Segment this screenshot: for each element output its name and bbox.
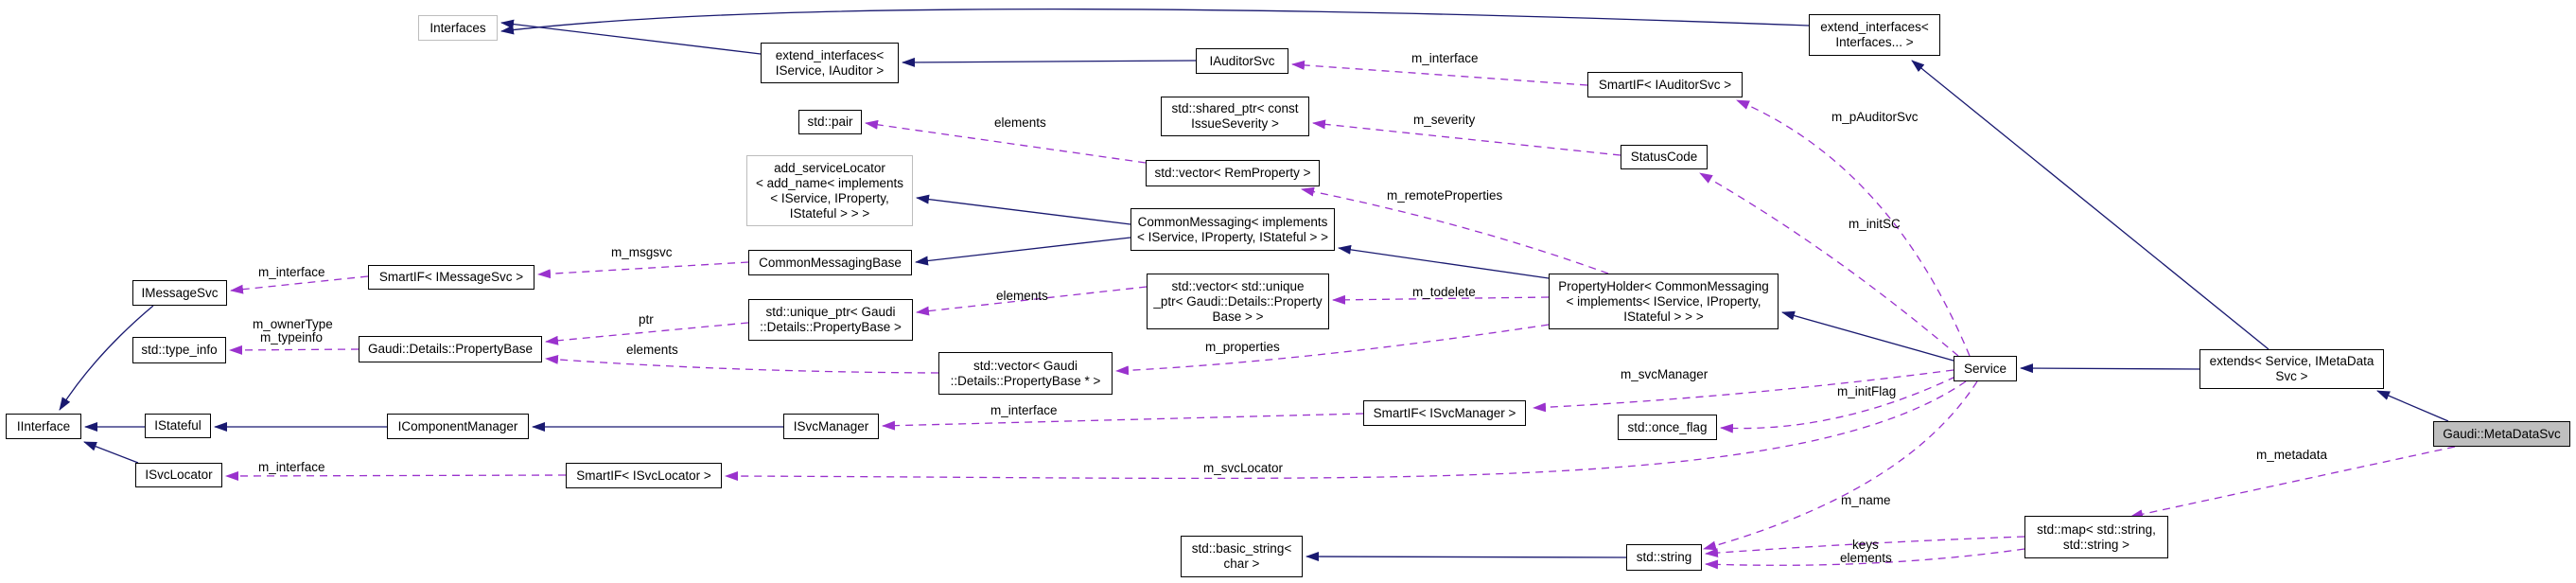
edge-label-m-remoteproperties: m_remoteProperties bbox=[1387, 188, 1503, 203]
edge-minterface-imessagesvc bbox=[230, 275, 369, 294]
edge-label-m-initsc: m_initSC bbox=[1849, 217, 1901, 231]
node-gaudi-metadatasvc: Gaudi::MetaDataSvc bbox=[2433, 421, 2570, 447]
edge-label-m-interface-svcloc: m_interface bbox=[258, 460, 325, 474]
edge-commonmessaging-to-addservicelocator bbox=[916, 194, 1131, 225]
edge-mproperties bbox=[1115, 324, 1550, 376]
node-std-vector-propertybase-ptr[interactable]: std::vector< Gaudi ::Details::PropertyBa… bbox=[938, 352, 1113, 395]
node-extend-interfaces-interfaces[interactable]: extend_interfaces< Interfaces... > bbox=[1809, 14, 1940, 56]
edge-extends-to-service bbox=[2020, 363, 2200, 374]
node-commonmessagingbase[interactable]: CommonMessagingBase bbox=[748, 250, 912, 275]
edge-label-m-svcmanager: m_svcManager bbox=[1621, 367, 1709, 381]
node-std-pair[interactable]: std::pair bbox=[798, 110, 862, 134]
edge-minitflag bbox=[1720, 376, 1956, 433]
edge-elements-uniqueptr bbox=[916, 286, 1148, 316]
node-std-unique-ptr-propertybase[interactable]: std::unique_ptr< Gaudi ::Details::Proper… bbox=[748, 299, 913, 341]
edge-label-elements-map: elements bbox=[1840, 551, 1892, 565]
edge-extends-to-extendinterfaces2 bbox=[1911, 60, 2269, 350]
edge-label-m-name: m_name bbox=[1841, 493, 1891, 507]
edge-mpauditorsvc bbox=[1736, 99, 1971, 357]
edge-imessagesvc-to-iinterface bbox=[59, 305, 154, 411]
edge-extendinterfaces2-to-interfaces bbox=[500, 9, 1810, 35]
edge-minterface-iauditorsvc bbox=[1291, 60, 1588, 86]
node-iinterface[interactable]: IInterface bbox=[6, 414, 81, 439]
edge-label-m-interface-auditor: m_interface bbox=[1411, 51, 1479, 65]
edge-label-elements-uptr: elements bbox=[996, 289, 1048, 303]
node-propertyholder[interactable]: PropertyHolder< CommonMessaging < implem… bbox=[1549, 274, 1779, 329]
node-icomponentmanager[interactable]: IComponentManager bbox=[387, 414, 529, 439]
node-extend-interfaces-iservice-iauditor[interactable]: extend_interfaces< IService, IAuditor > bbox=[761, 43, 899, 83]
edge-propertyholder-to-commonmessaging bbox=[1338, 244, 1550, 279]
node-extends-service-imetadatasvc[interactable]: extends< Service, IMetaData Svc > bbox=[2199, 349, 2384, 389]
edge-label-m-initflag: m_initFlag bbox=[1837, 384, 1897, 398]
edge-iauditorsvc-to-extendinterfaces bbox=[902, 57, 1197, 67]
edge-minterface-isvcmanager bbox=[882, 413, 1364, 431]
edge-label-m-interface-svcmgr: m_interface bbox=[990, 403, 1058, 417]
node-smartif-imessagesvc[interactable]: SmartIF< IMessageSvc > bbox=[368, 265, 534, 290]
edge-mremoteproperties bbox=[1301, 186, 1609, 274]
edge-commonmessaging-to-commonmessagingbase bbox=[915, 237, 1131, 266]
edge-mname bbox=[1703, 380, 1978, 551]
edge-mtodelete bbox=[1332, 294, 1550, 305]
edge-label-m-severity: m_severity bbox=[1413, 113, 1476, 127]
edge-label-elements-pb: elements bbox=[626, 343, 678, 357]
node-iauditorsvc[interactable]: IAuditorSvc bbox=[1196, 48, 1288, 74]
node-interfaces[interactable]: Interfaces bbox=[418, 15, 498, 41]
edge-label-m-properties: m_properties bbox=[1205, 340, 1280, 354]
node-std-type-info[interactable]: std::type_info bbox=[132, 337, 226, 363]
edge-label-m-msgsvc: m_msgsvc bbox=[611, 245, 673, 259]
edge-metadatasvc-to-extends bbox=[2376, 390, 2449, 422]
node-std-string[interactable]: std::string bbox=[1626, 544, 1702, 571]
edge-minitsc bbox=[1699, 172, 1959, 357]
node-istateful[interactable]: IStateful bbox=[145, 414, 211, 438]
node-add-servicelocator[interactable]: add_serviceLocator < add_name< implement… bbox=[746, 155, 913, 226]
edge-ptr bbox=[545, 322, 749, 345]
node-gaudi-details-propertybase[interactable]: Gaudi::Details::PropertyBase bbox=[359, 336, 542, 362]
node-std-vector-unique-ptr[interactable]: std::vector< std::unique _ptr< Gaudi::De… bbox=[1147, 274, 1329, 329]
edge-mmsgsvc bbox=[537, 261, 749, 279]
edge-label-m-interface-msgsvc: m_interface bbox=[258, 265, 325, 279]
node-std-map-string-string[interactable]: std::map< std::string, std::string > bbox=[2024, 516, 2168, 558]
node-commonmessaging[interactable]: CommonMessaging< implements < IService, … bbox=[1130, 208, 1335, 251]
node-smartif-isvclocator[interactable]: SmartIF< ISvcLocator > bbox=[566, 463, 722, 488]
edge-label-m-pauditorsvc: m_pAuditorSvc bbox=[1831, 110, 1919, 124]
edge-elements-propertybase bbox=[545, 354, 939, 374]
edge-label-m-todelete: m_todelete bbox=[1412, 285, 1476, 299]
edge-mownertype-mtypeinfo bbox=[229, 344, 359, 355]
node-imessagesvc[interactable]: IMessageSvc bbox=[132, 280, 227, 306]
edge-label-ptr: ptr bbox=[639, 312, 654, 327]
node-std-basic-string-char[interactable]: std::basic_string< char > bbox=[1181, 536, 1303, 577]
edge-msvcmanager bbox=[1533, 369, 1954, 413]
edge-stdstring-to-basicstring bbox=[1306, 552, 1627, 562]
node-std-once-flag[interactable]: std::once_flag bbox=[1618, 415, 1717, 440]
edge-extendinterfaces-to-interfaces bbox=[500, 19, 762, 55]
edge-label-elements-pair: elements bbox=[994, 115, 1046, 130]
edge-service-to-propertyholder bbox=[1781, 310, 1954, 362]
edge-isvclocator-to-iinterface bbox=[83, 441, 139, 464]
edge-msvclocator bbox=[725, 380, 1967, 482]
node-std-shared-ptr-issueseverity[interactable]: std::shared_ptr< const IssueSeverity > bbox=[1161, 97, 1309, 136]
edge-keys bbox=[1705, 536, 2025, 558]
edge-label-m-metadata: m_metadata bbox=[2256, 448, 2328, 462]
node-smartif-isvcmanager[interactable]: SmartIF< ISvcManager > bbox=[1363, 400, 1526, 426]
node-statuscode[interactable]: StatusCode bbox=[1621, 145, 1708, 169]
edge-label-m-typeinfo: m_typeinfo bbox=[260, 330, 324, 344]
edge-mseverity bbox=[1312, 119, 1621, 156]
edge-elements-pair bbox=[865, 119, 1147, 164]
node-isvcmanager[interactable]: ISvcManager bbox=[783, 414, 879, 439]
edge-minterface-isvclocator bbox=[225, 470, 567, 481]
edge-label-m-svclocator: m_svcLocator bbox=[1203, 461, 1284, 475]
edge-mmetadata bbox=[2129, 446, 2456, 520]
node-isvclocator[interactable]: ISvcLocator bbox=[135, 463, 222, 487]
edge-label-m-ownertype: m_ownerType bbox=[253, 317, 333, 331]
edge-label-keys: keys bbox=[1852, 538, 1879, 552]
node-std-vector-remproperty[interactable]: std::vector< RemProperty > bbox=[1146, 160, 1320, 186]
node-smartif-iauditorsvc[interactable]: SmartIF< IAuditorSvc > bbox=[1587, 72, 1743, 97]
node-service[interactable]: Service bbox=[1954, 356, 2017, 381]
